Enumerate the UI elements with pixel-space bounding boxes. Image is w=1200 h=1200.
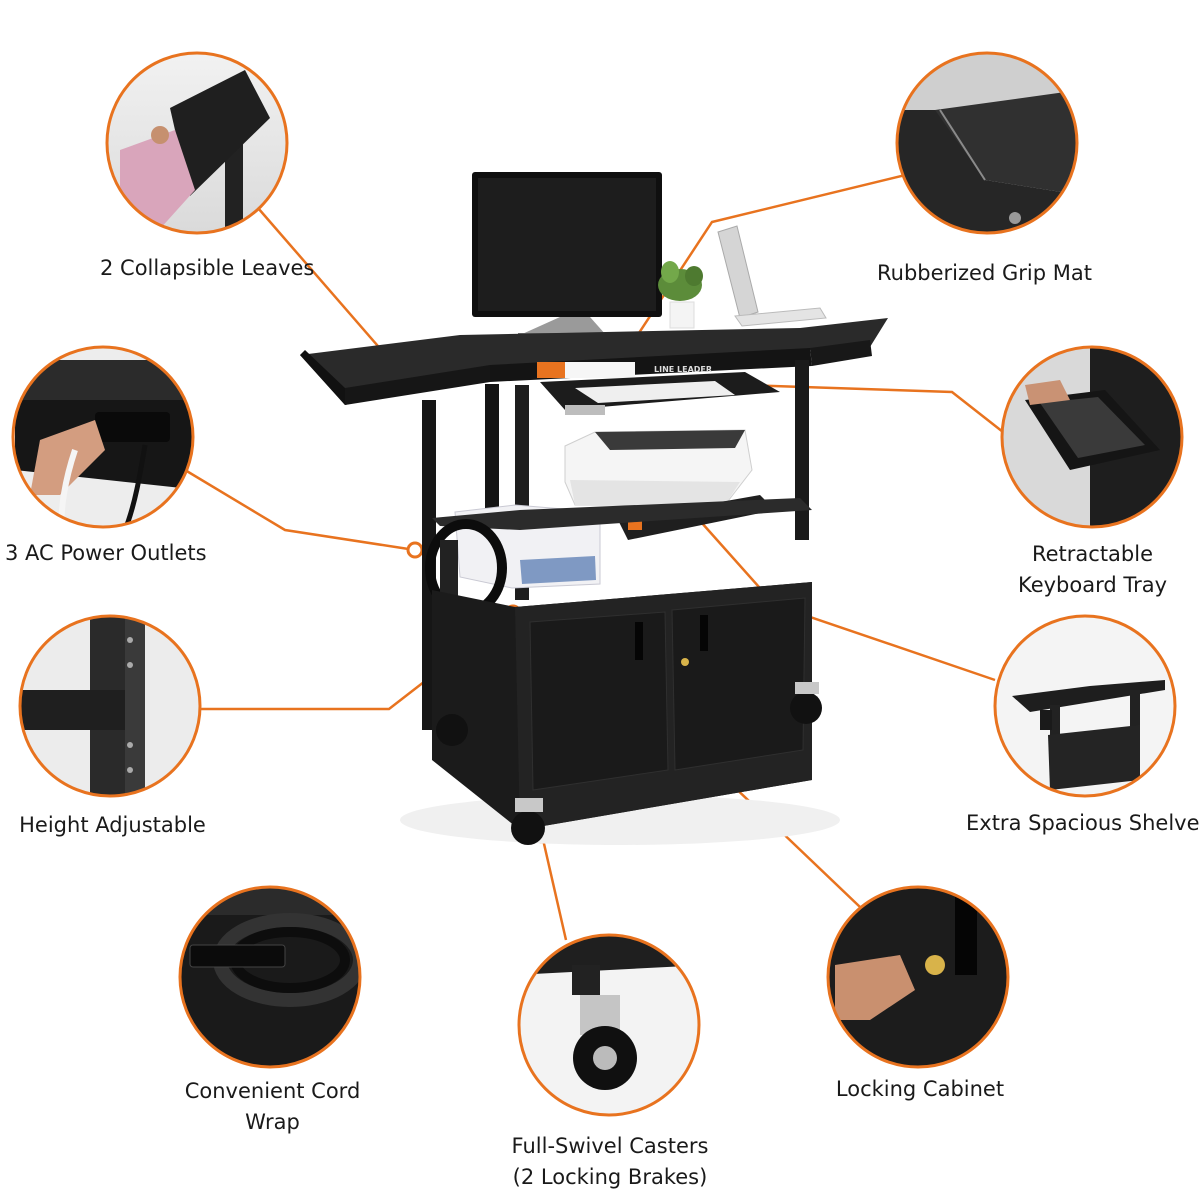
label-locking-cabinet: Locking Cabinet xyxy=(835,1077,1005,1101)
inset-casters xyxy=(517,933,701,1117)
caster-wheels xyxy=(436,682,822,845)
label-casters-line1: Full-Swivel Casters xyxy=(511,1134,709,1158)
label-power-outlets: 3 AC Power Outlets xyxy=(5,541,207,565)
connector-leaves xyxy=(257,207,398,369)
cart-illustration: LINE LEADER xyxy=(300,172,888,845)
label-cord-wrap-line2: Wrap xyxy=(245,1110,300,1134)
inset-power-outlets xyxy=(11,345,195,529)
printer xyxy=(564,429,753,506)
inset-cord-wrap xyxy=(178,885,362,1069)
connector-keyboard xyxy=(741,383,1004,433)
label-keyboard-tray-line1: Retractable xyxy=(1031,542,1154,566)
inset-extra-shelves xyxy=(993,614,1177,798)
inset-height-adjustable xyxy=(18,614,202,798)
plant xyxy=(658,261,703,329)
inset-keyboard-tray xyxy=(1000,345,1184,529)
monitor xyxy=(472,172,662,338)
inset-grip-mat xyxy=(895,51,1079,235)
label-collapsible-leaves: 2 Collapsible Leaves xyxy=(100,256,315,280)
connector-casters xyxy=(540,834,568,941)
label-casters-line2: (2 Locking Brakes) xyxy=(512,1165,708,1189)
label-grip-mat: Rubberized Grip Mat xyxy=(877,261,1092,285)
label-extra-shelves: Extra Spacious Shelves xyxy=(966,811,1200,835)
label-casters: Full-Swivel Casters (2 Locking Brakes) xyxy=(495,1131,725,1193)
label-height-adjustable: Height Adjustable xyxy=(19,813,206,837)
connector-outlets xyxy=(174,462,416,552)
laptop xyxy=(717,225,827,327)
label-cord-wrap: Convenient Cord Wrap xyxy=(165,1076,380,1138)
label-cord-wrap-line1: Convenient Cord xyxy=(184,1079,361,1103)
label-keyboard-tray-line2: Keyboard Tray xyxy=(1017,573,1168,597)
inset-collapsible-leaves xyxy=(105,51,289,235)
brand-text: LINE LEADER xyxy=(654,365,712,374)
dot-outlets xyxy=(406,541,424,559)
middle-shelf xyxy=(432,498,812,530)
label-keyboard-tray: Retractable Keyboard Tray xyxy=(995,539,1190,601)
inset-locking-cabinet xyxy=(826,885,1010,1069)
